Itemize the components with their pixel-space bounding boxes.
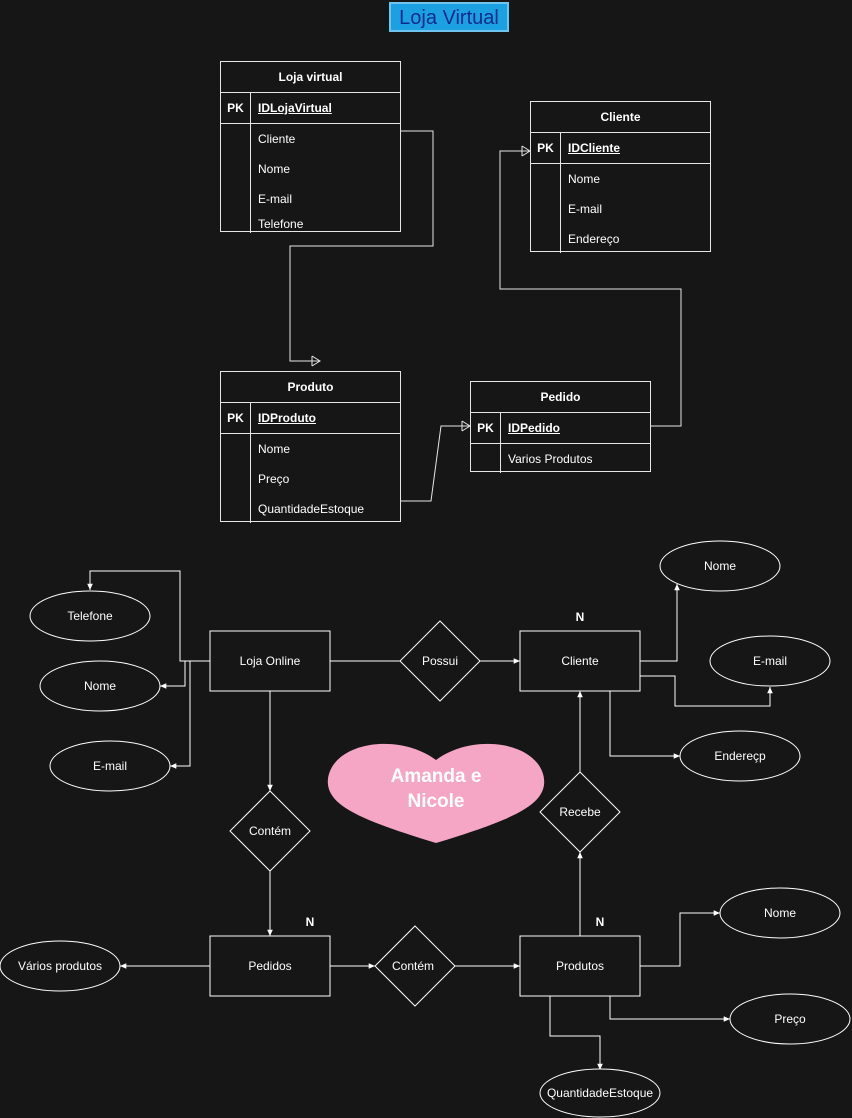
attribute-pedidos-varios[interactable]: Vários produtos	[0, 940, 121, 992]
entity-label: Loja Online	[240, 654, 301, 668]
attribute-label: QuantidadeEstoque	[547, 1086, 653, 1100]
attribute-label: Endereçp	[714, 749, 766, 763]
heart-shape[interactable]: Amanda e Nicole	[327, 743, 545, 843]
cardinality-produtos: N	[596, 915, 605, 929]
heart-text-line2: Nicole	[407, 791, 464, 812]
attribute-label: Telefone	[67, 609, 113, 623]
connector-loja-produto	[289, 130, 434, 367]
table-body: Nome E-mail Endereço	[531, 164, 710, 253]
diagram-title[interactable]: Loja Virtual	[389, 2, 509, 32]
entity-label: Cliente	[561, 654, 599, 668]
entity-cliente[interactable]: Cliente	[519, 630, 641, 692]
table-loja-virtual[interactable]: Loja virtual PK IDLojaVirtual Cliente No…	[220, 61, 401, 233]
attr-field: Endereço	[568, 232, 620, 246]
attribute-loja-telefone[interactable]: Telefone	[29, 590, 151, 642]
entity-produtos[interactable]: Produtos	[519, 935, 641, 997]
attribute-cliente-endereco[interactable]: Endereçp	[679, 730, 801, 782]
entity-pedidos[interactable]: Pedidos	[209, 935, 331, 997]
attr-field: Telefone	[258, 217, 304, 231]
connector-pedido-cliente	[499, 145, 682, 427]
attribute-loja-nome[interactable]: Nome	[39, 660, 161, 712]
entity-loja-online[interactable]: Loja Online	[209, 630, 331, 692]
relationship-contem-bottom[interactable]: Contém	[374, 925, 456, 1007]
pk-row: PK IDProduto	[221, 403, 400, 434]
attribute-cliente-nome[interactable]: Nome	[659, 540, 781, 592]
table-pedido[interactable]: Pedido PK IDPedido Varios Produtos	[470, 381, 651, 473]
attribute-loja-email[interactable]: E-mail	[49, 740, 171, 792]
table-header: Loja virtual	[221, 62, 400, 93]
cardinality-pedidos: N	[306, 915, 315, 929]
attribute-produtos-qtd[interactable]: QuantidadeEstoque	[539, 1068, 661, 1118]
relationship-label: Contém	[392, 959, 434, 973]
table-header: Cliente	[531, 102, 710, 133]
table-cliente[interactable]: Cliente PK IDCliente Nome E-mail Endereç…	[530, 101, 711, 253]
relationship-label: Recebe	[559, 805, 601, 819]
relationship-contem-top[interactable]: Contém	[229, 790, 311, 872]
attribute-produtos-nome[interactable]: Nome	[719, 887, 841, 939]
cardinality-cliente: N	[576, 610, 585, 624]
attribute-label: E-mail	[93, 759, 127, 773]
attribute-produtos-preco[interactable]: Preço	[729, 993, 851, 1045]
attribute-label: Preço	[774, 1012, 806, 1026]
pk-row: PK IDLojaVirtual	[221, 93, 400, 124]
pk-label: PK	[471, 413, 501, 443]
pk-label: PK	[531, 133, 561, 163]
attr-field: QuantidadeEstoque	[258, 502, 365, 516]
attr-field: Cliente	[258, 132, 296, 146]
heart-text-line1: Amanda e	[391, 766, 482, 787]
attr-field: Preço	[258, 472, 290, 486]
pk-row: PK IDPedido	[471, 413, 650, 444]
relationship-possui[interactable]: Possui	[399, 620, 481, 702]
attribute-label: Nome	[764, 906, 796, 920]
pk-field: IDPedido	[508, 421, 561, 435]
table-header: Pedido	[471, 382, 650, 413]
attribute-label: Vários produtos	[18, 959, 102, 973]
entity-label: Pedidos	[248, 959, 291, 973]
table-body: Varios Produtos	[471, 444, 650, 473]
attr-field: E-mail	[568, 202, 603, 216]
pk-label: PK	[221, 403, 251, 433]
table-produto[interactable]: Produto PK IDProduto Nome Preço Quantida…	[220, 371, 401, 523]
connector-produto-pedido	[401, 420, 471, 502]
table-header: Produto	[221, 372, 400, 403]
relationship-label: Contém	[249, 824, 291, 838]
pk-field: IDCliente	[568, 141, 621, 155]
attribute-label: E-mail	[753, 654, 787, 668]
pk-field: IDProduto	[258, 411, 316, 425]
relationship-label: Possui	[422, 654, 458, 668]
attr-field: E-mail	[258, 192, 293, 206]
attribute-label: Nome	[704, 559, 736, 573]
table-body: Cliente Nome E-mail Telefone	[221, 124, 400, 233]
table-body: Nome Preço QuantidadeEstoque	[221, 434, 400, 523]
attr-field: Varios Produtos	[508, 452, 593, 466]
attribute-cliente-email[interactable]: E-mail	[709, 635, 831, 687]
pk-label: PK	[221, 93, 251, 123]
attr-field: Nome	[258, 162, 291, 176]
attribute-label: Nome	[84, 679, 116, 693]
pk-row: PK IDCliente	[531, 133, 710, 164]
attr-field: Nome	[258, 442, 291, 456]
relationship-recebe[interactable]: Recebe	[539, 771, 621, 853]
entity-label: Produtos	[556, 959, 604, 973]
pk-field: IDLojaVirtual	[258, 101, 332, 115]
attr-field: Nome	[568, 172, 601, 186]
conceptual-connectors	[87, 570, 773, 1070]
